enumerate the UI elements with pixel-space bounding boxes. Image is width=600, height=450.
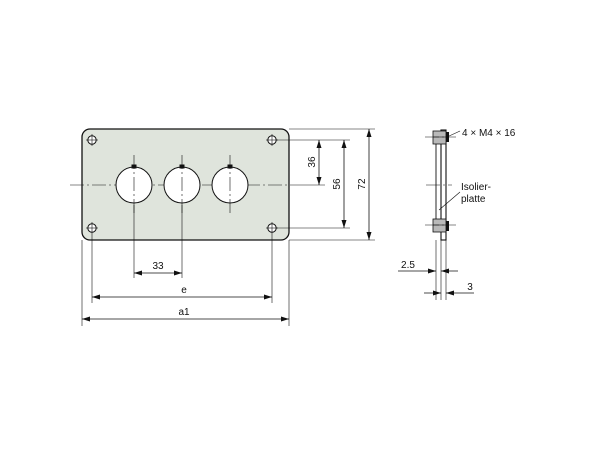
dimension-e: e: [92, 285, 272, 300]
top-screw: [432, 130, 449, 145]
screw-callout: 4 × M4 × 16: [462, 128, 516, 139]
insulating-plate: [435, 139, 442, 229]
dimension-36-label: 36: [307, 156, 318, 168]
dimension-56-label: 56: [332, 178, 343, 190]
dimension-e-label: e: [181, 285, 187, 296]
dimension-2-5: 2.5: [398, 260, 458, 274]
dimension-3: 3: [424, 282, 474, 296]
dimension-72-label: 72: [357, 178, 368, 190]
dimension-36: 36: [307, 140, 322, 185]
corner-hole-bottom-left: [86, 222, 98, 234]
front-view: 33 e a1 36: [70, 128, 375, 326]
dimension-33-label: 33: [152, 261, 164, 272]
dimension-a1-label: a1: [178, 307, 190, 318]
dimension-3-label: 3: [467, 282, 473, 293]
dimension-2-5-label: 2.5: [401, 260, 415, 271]
insulator-callout-line1: Isolier-: [461, 182, 491, 193]
dimension-33: 33: [134, 261, 182, 276]
dimension-a1: a1: [82, 307, 289, 322]
side-view: 4 × M4 × 16 Isolier- platte 2.5 3: [398, 128, 516, 300]
insulator-callout-line2: platte: [461, 194, 486, 205]
bottom-screw: [432, 218, 449, 233]
dimension-72: 72: [357, 129, 372, 240]
corner-hole-bottom-right: [266, 222, 278, 234]
dimension-56: 56: [332, 140, 347, 228]
corner-hole-top-left: [86, 134, 98, 146]
